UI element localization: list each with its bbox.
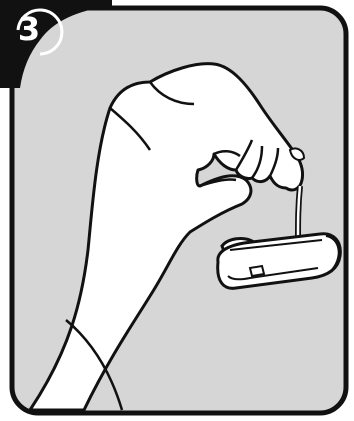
- headset-button: [250, 266, 264, 276]
- step-number-label: 3: [0, 0, 58, 58]
